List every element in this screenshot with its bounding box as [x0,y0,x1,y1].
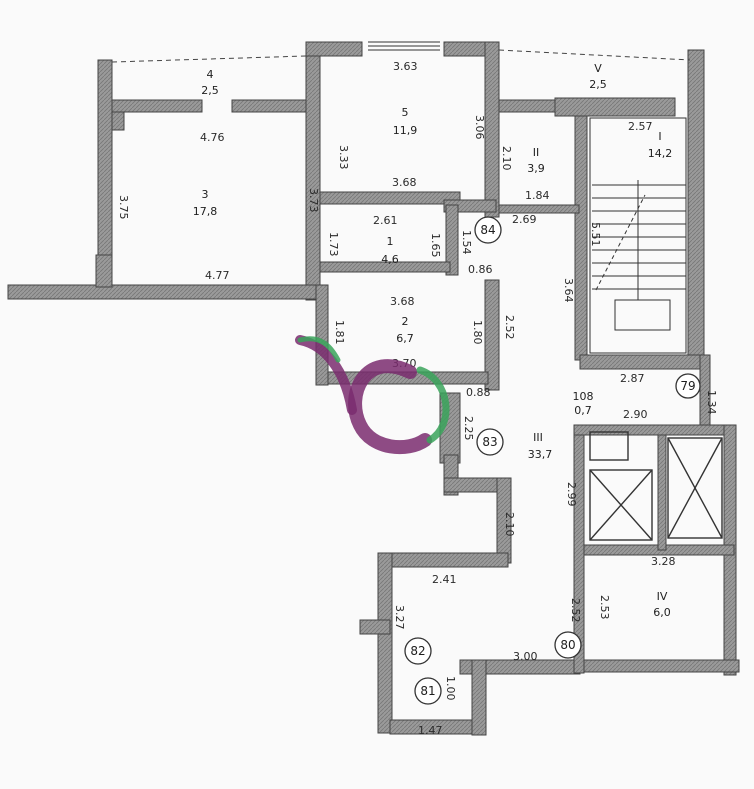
dimension: 2.52 [503,315,516,340]
room-area: 6,0 [653,606,671,619]
dimension: 1.34 [705,390,718,415]
svg-text:81: 81 [420,684,435,698]
room-name: 2 [402,315,409,328]
room-name: 108 [573,390,594,403]
room-area: 4,6 [381,253,399,266]
dimension: 0.86 [468,263,493,276]
room-area: 33,7 [528,448,553,461]
dashed-lines [111,49,691,63]
dimension: 1.00 [444,676,457,701]
dimension: 3.64 [562,278,575,303]
dimension: 2.99 [565,482,578,507]
room-name: 4 [207,68,214,81]
dimension: 2.69 [512,213,537,226]
watermark-logo [295,335,450,455]
room-1-label: 1 4,6 [381,235,399,266]
room-name: 5 [402,106,409,119]
dimension: 1.47 [418,724,443,737]
dimension: 3.68 [390,295,415,308]
room-V-label: V 2,5 [589,62,607,91]
dimension: 4.76 [200,131,225,144]
marker-82: 82 [404,637,432,665]
dimension: 2.10 [500,146,513,171]
room-4-label: 4 2,5 [201,68,219,97]
room-5-label: 5 11,9 [393,106,418,137]
room-name: II [533,146,540,159]
room-area: 0,7 [574,404,592,417]
dimension: 2.41 [432,573,457,586]
room-III-label: III 33,7 [528,431,553,461]
dimension: 1.73 [327,232,340,257]
room-IV-label: IV 6,0 [653,590,671,619]
marker-83: 83 [476,428,504,456]
room-area: 6,7 [396,332,414,345]
room-area: 3,9 [527,162,545,175]
svg-text:83: 83 [482,435,497,449]
staircase [589,117,687,354]
dimension: 1.81 [333,320,346,345]
dimension: 2.61 [373,214,398,227]
dimension: 3.73 [307,188,320,213]
dimension: 2.52 [569,598,582,623]
dimension: 5.51 [589,222,602,247]
marker-81: 81 [414,677,442,705]
room-name: I [658,130,661,143]
room-108-label: 108 0,7 [573,390,594,417]
dimension: 3.33 [337,145,350,170]
room-name: 3 [202,188,209,201]
dimension: 3.27 [393,605,406,630]
room-name: III [533,431,543,444]
room-area: 14,2 [648,147,673,160]
room-area: 2,5 [589,78,607,91]
room-2-label: 2 6,7 [396,315,414,345]
walls [7,41,740,736]
marker-84: 84 [474,216,502,244]
room-3-label: 3 17,8 [193,188,218,218]
room-name: V [594,62,602,75]
dimension: 1.65 [429,233,442,258]
room-area: 11,9 [393,124,418,137]
room-area: 17,8 [193,205,218,218]
dimension-labels: 3.63 4.76 3.33 3.06 3.68 3.75 3.73 2.61 … [117,60,718,737]
dimension: 3.63 [393,60,418,73]
marker-79: 79 [675,373,701,399]
svg-text:84: 84 [480,223,495,237]
svg-text:82: 82 [410,644,425,658]
svg-text:80: 80 [560,638,575,652]
dimension: 2.53 [598,595,611,620]
dimension: 2.90 [623,408,648,421]
dimension: 2.87 [620,372,645,385]
dimension: 3.06 [473,115,486,140]
dimension: 2.57 [628,120,653,133]
dimension: 1.54 [460,230,473,255]
dimension: 1.84 [525,189,550,202]
svg-text:79: 79 [680,379,695,393]
dimension: 0.88 [466,386,491,399]
room-II-label: II 3,9 [527,146,545,175]
room-name: IV [657,590,668,603]
room-name: 1 [387,235,394,248]
circle-markers: 84 83 79 82 81 80 [404,216,701,705]
dimension: 3.68 [392,176,417,189]
window-marks [368,41,440,51]
dimension: 1.80 [471,320,484,345]
elevator-shafts [589,431,723,541]
room-I-label: I 14,2 [648,130,673,160]
dimension: 2.10 [503,512,516,537]
marker-80: 80 [554,631,582,659]
dimension: 3.75 [117,195,130,220]
room-area: 2,5 [201,84,219,97]
dimension: 3.00 [513,650,538,663]
dimension: 2.25 [462,416,475,441]
dimension: 4.77 [205,269,230,282]
room-labels: 4 2,5 5 11,9 3 17,8 1 4,6 2 6,7 II 3,9 I… [193,62,673,619]
dimension: 3.28 [651,555,676,568]
